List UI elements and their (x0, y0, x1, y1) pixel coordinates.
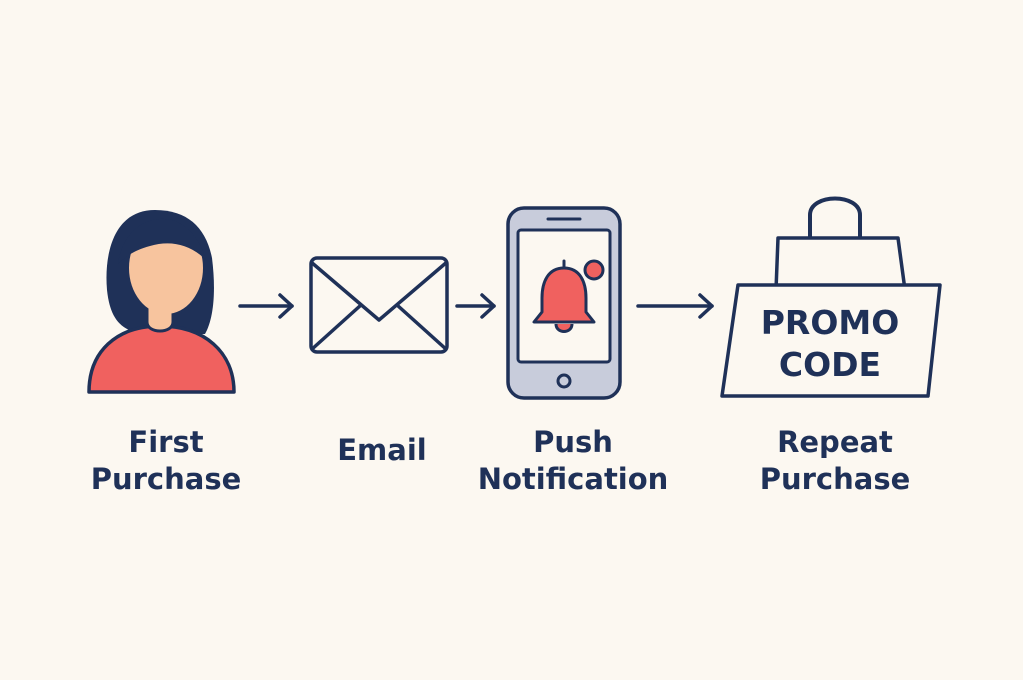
step-label-line: Repeat (777, 425, 893, 459)
smartphone-bell-icon (506, 206, 622, 400)
step-label-repeat-purchase: Repeat Purchase (715, 424, 955, 498)
step-label-line: Purchase (759, 462, 911, 496)
shopping-bag-icon: PROMO CODE (720, 196, 942, 398)
arrow-right-icon (636, 293, 714, 319)
step-label-push-notification: Push Notification (453, 424, 693, 498)
arrow-right-icon (238, 293, 294, 319)
step-label-line: Notification (477, 462, 669, 496)
step-label-line: First (128, 425, 204, 459)
step-label-line: Push (533, 425, 613, 459)
step-label-line: Purchase (90, 462, 242, 496)
envelope-icon (309, 256, 449, 354)
step-label-line: Email (337, 433, 427, 467)
notification-dot (583, 259, 605, 281)
step-label-first-purchase: First Purchase (46, 424, 286, 498)
person-icon (87, 210, 236, 394)
promo-text-line-2: CODE (779, 345, 881, 384)
bell-icon (532, 259, 596, 333)
promo-text-line-1: PROMO (761, 303, 900, 342)
step-label-email: Email (262, 432, 502, 469)
promo-code-badge (720, 283, 942, 398)
arrow-right-icon (455, 293, 496, 319)
